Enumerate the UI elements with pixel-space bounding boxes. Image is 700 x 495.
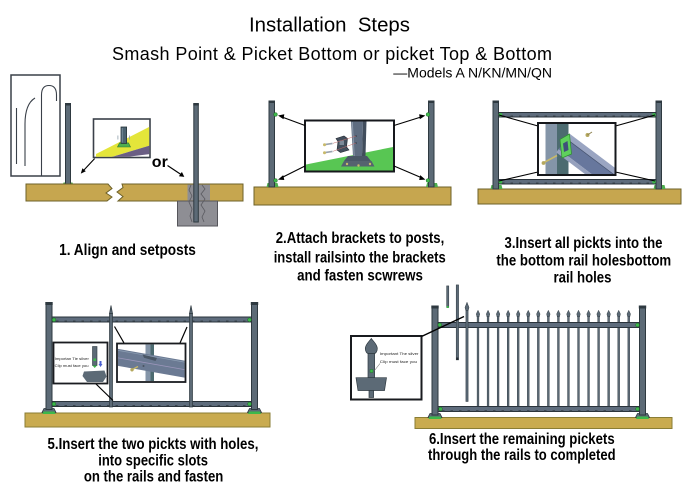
- svg-text:5.Insert the two pickts with h: 5.Insert the two pickts with holes,: [48, 436, 259, 453]
- svg-text:Smash Point & Picket Bottom or: Smash Point & Picket Bottom or picket To…: [112, 44, 552, 64]
- svg-text:2.Attach brackets to posts,: 2.Attach brackets to posts,: [276, 230, 445, 247]
- svg-text:Importan Tie silver: Importan Tie silver: [55, 356, 90, 361]
- svg-text:Installation Steps: Installation Steps: [249, 15, 410, 37]
- svg-text:3.Insert all pickts into the: 3.Insert all pickts into the: [505, 235, 663, 252]
- svg-text:Clip must face you: Clip must face you: [55, 363, 89, 368]
- svg-text:through the rails to completed: through the rails to completed: [428, 447, 616, 464]
- svg-text:rail holes: rail holes: [554, 270, 612, 287]
- svg-text:install railsinto the brackets: install railsinto the brackets: [274, 249, 446, 266]
- svg-text:the bottom rail holesbottom: the bottom rail holesbottom: [496, 252, 671, 269]
- svg-text:1. Align and setposts: 1. Align and setposts: [59, 242, 196, 259]
- svg-text:Important The silver: Important The silver: [380, 351, 419, 356]
- svg-text:into specific slots: into specific slots: [98, 453, 208, 470]
- svg-text:or: or: [152, 154, 168, 171]
- svg-text:Clip must face you: Clip must face you: [380, 359, 417, 364]
- svg-text:—Models A N/KN/MN/QN: —Models A N/KN/MN/QN: [393, 65, 552, 81]
- svg-text:6.Insert the remaining pickets: 6.Insert the remaining pickets: [429, 431, 615, 448]
- svg-text:and fasten scwrews: and fasten scwrews: [297, 268, 423, 285]
- svg-text:on the rails and fasten: on the rails and fasten: [84, 469, 224, 486]
